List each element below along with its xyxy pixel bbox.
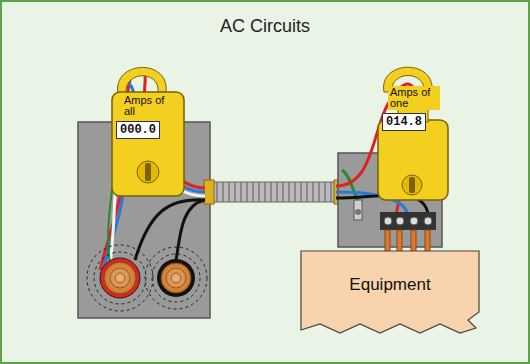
meter-display: 000.0 <box>116 121 160 139</box>
black-wire <box>176 200 205 260</box>
copper-conductor <box>161 263 191 293</box>
dial-knob <box>409 177 415 193</box>
hot-wire <box>100 70 205 270</box>
equipment-outline <box>301 251 479 333</box>
dial-knob <box>145 163 151 181</box>
selector-dial <box>402 175 422 195</box>
cable-insulation <box>157 259 195 297</box>
ground-lug <box>354 200 362 220</box>
diagram-title: AC Circuits <box>0 16 530 37</box>
meter-label: Amps of all <box>122 94 174 118</box>
terminal-block <box>380 212 436 230</box>
meter-display: 014.8 <box>382 113 426 131</box>
clamp-jaw <box>118 67 167 94</box>
conduit-fitting <box>204 180 214 204</box>
cable-insulation <box>100 258 140 298</box>
equipment-box: Equipment <box>300 250 480 334</box>
equipment-leads <box>385 230 430 252</box>
equipment-label: Equipment <box>349 275 430 295</box>
selector-dial <box>137 161 159 183</box>
clamp-meter <box>112 92 184 196</box>
magnetic-field <box>87 245 207 311</box>
clamp-meter-readout: Amps of all 000.0 <box>112 94 184 160</box>
clamp-meter-readout: Amps of one 014.8 <box>378 86 448 176</box>
clamp-meter <box>378 120 448 200</box>
copper-conductor <box>104 262 136 294</box>
meter-label: Amps of one <box>388 86 440 110</box>
neutral-wire <box>102 82 205 275</box>
ground-screw <box>355 209 361 215</box>
strands <box>110 268 186 288</box>
terminal-screws <box>384 217 432 225</box>
black-wire <box>135 200 205 260</box>
conduit <box>210 182 340 202</box>
